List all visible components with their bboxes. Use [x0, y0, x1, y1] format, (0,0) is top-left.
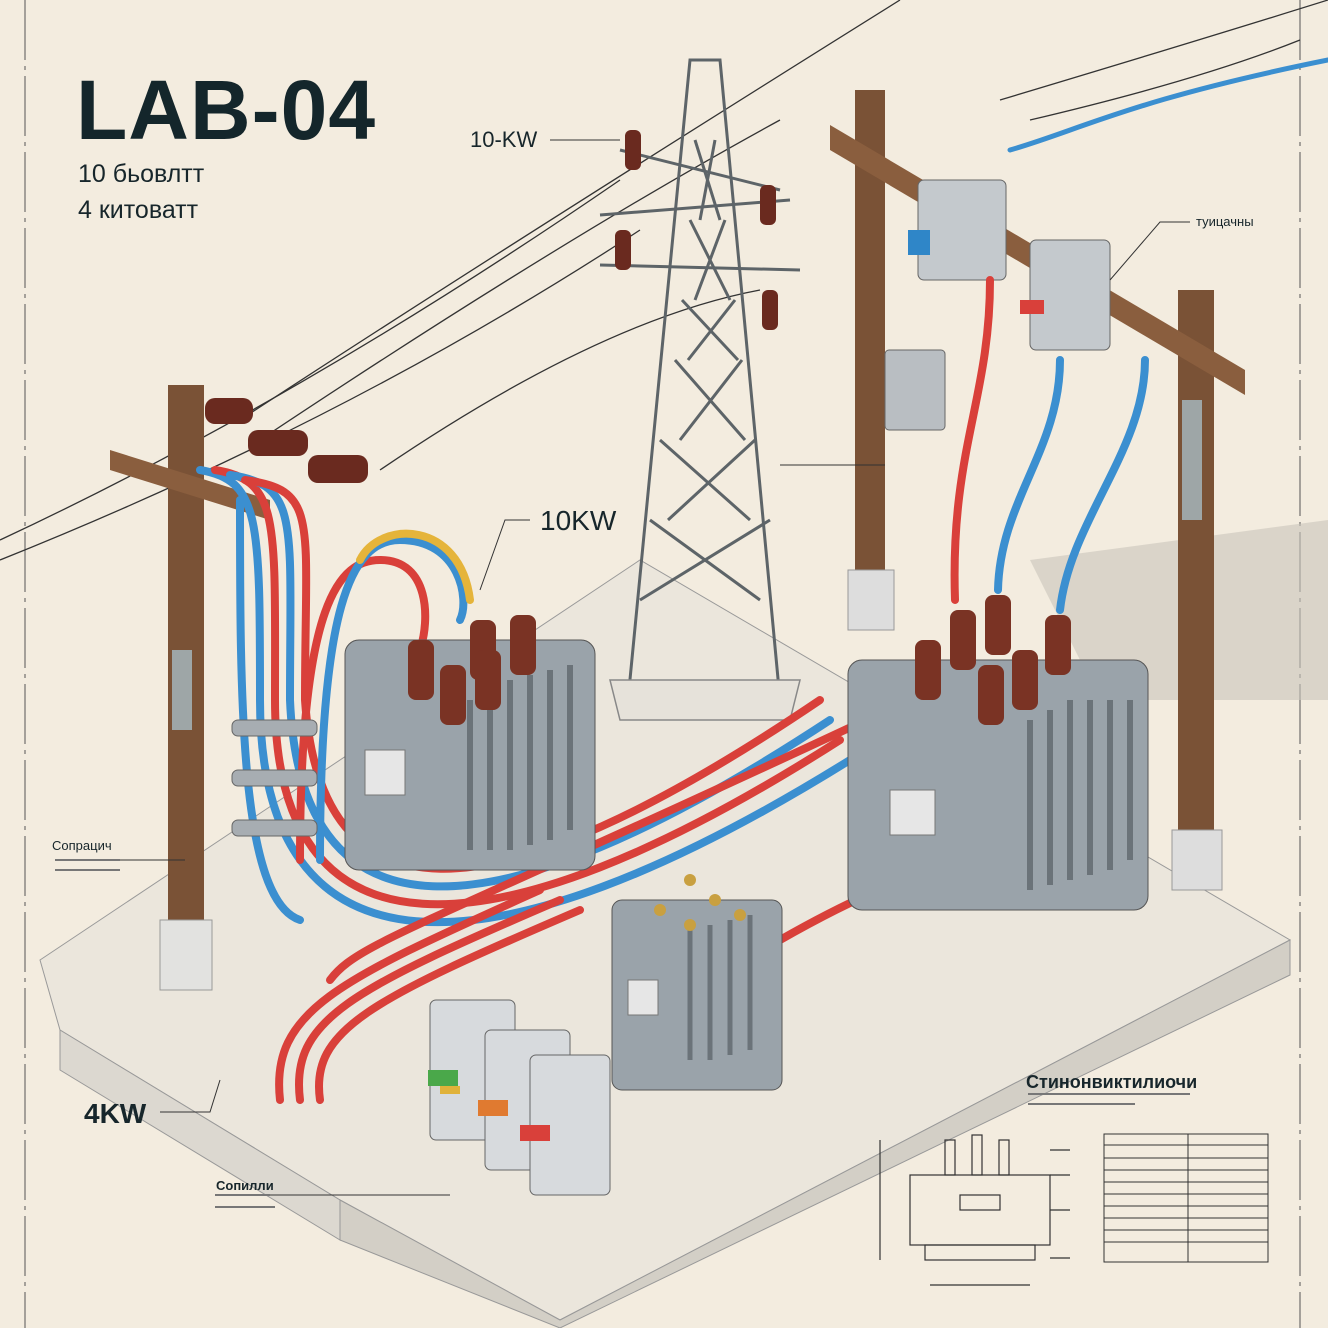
callout-transformer-left: 10KW: [540, 505, 617, 536]
overhead-wires: [0, 0, 1328, 561]
callout-breakers-bottom: Сопилли: [216, 1178, 274, 1193]
transformer-small: [611, 874, 783, 1091]
crossarm-left: [110, 450, 270, 520]
technical-drawing: [879, 1134, 1070, 1286]
callout-tower-top: 10-KW: [470, 127, 538, 152]
pole-base: [847, 569, 895, 631]
breaker-row: [428, 999, 611, 1196]
callout-pole-left: Сопрацич: [52, 838, 112, 853]
transformer-left: [344, 615, 596, 871]
spec-table: [1103, 1133, 1269, 1263]
subtitle-line-1: 10 бьовлтт: [78, 160, 205, 188]
subtitle-line-2: 4 китоватт: [78, 196, 199, 224]
spec-sheet-title: Стинонвиктилиочи: [1026, 1072, 1198, 1092]
meter-box: [884, 349, 946, 431]
cable-clamps: [231, 719, 318, 837]
pole-right-front: [1178, 290, 1214, 850]
transformer-right: [847, 595, 1149, 911]
pole-base: [1171, 829, 1223, 891]
tower-insulators: [615, 130, 778, 330]
pole-breaker: [1020, 239, 1111, 351]
callout-cable-bundle: 4KW: [84, 1098, 147, 1129]
platform-edge-front: [339, 939, 1291, 1328]
page-title: LAB-04: [76, 63, 377, 157]
pole-breaker: [908, 179, 1007, 281]
callout-breaker-right: туицачны: [1196, 214, 1254, 229]
pole-insulators: [205, 398, 368, 483]
weathered-paint: [1182, 400, 1202, 520]
weathered-paint: [172, 650, 192, 730]
pole-base: [159, 919, 213, 991]
spec-scribbles: [55, 859, 1190, 1208]
